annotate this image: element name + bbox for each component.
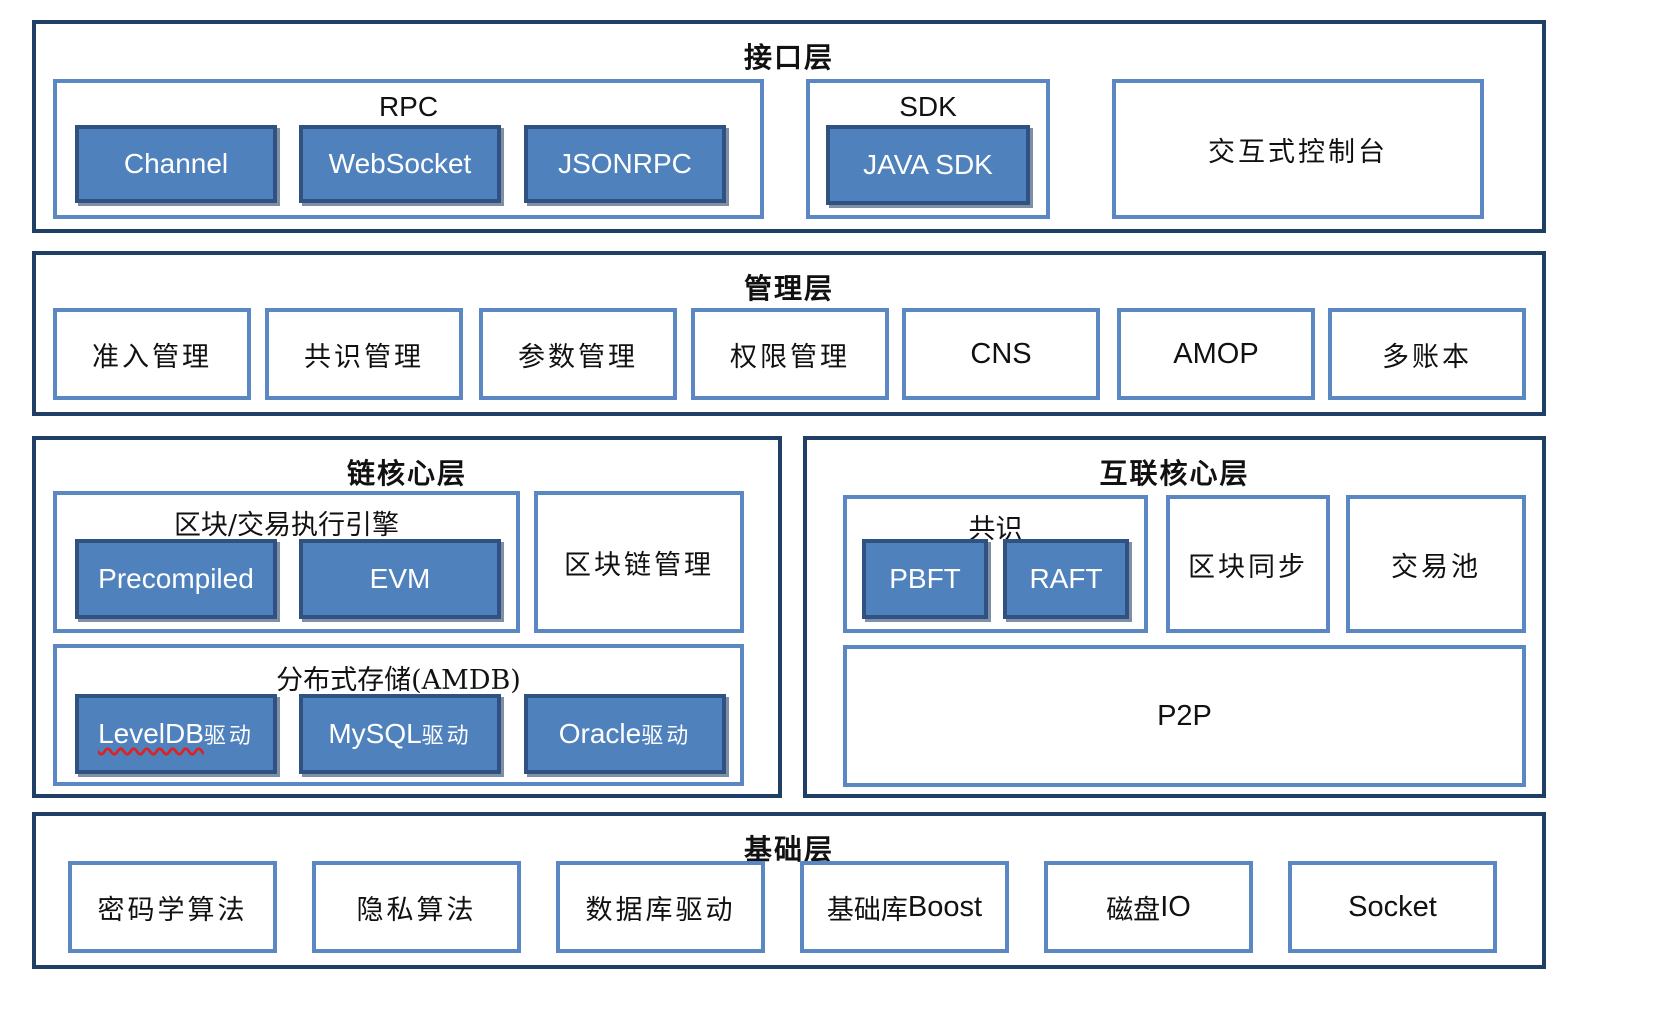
block-sync-box: 区块同步 xyxy=(1166,495,1330,633)
oracle-label: Oracle xyxy=(558,718,642,749)
p2p-label: P2P xyxy=(1157,699,1212,732)
pbft-label: PBFT xyxy=(889,563,961,594)
execution-engine-group: 区块/交易执行引擎 Precompiled EVM xyxy=(53,491,520,633)
management-layer: 管理层 准入管理 共识管理 参数管理 权限管理 CNS AMOP 多账本 xyxy=(32,251,1546,416)
db-driver-label: 数据库驱动 xyxy=(585,894,736,926)
management-layer-title: 管理层 xyxy=(743,272,834,305)
multi-ledger-label: 多账本 xyxy=(1382,341,1472,373)
leveldb-driver-suffix: 驱动 xyxy=(203,724,254,749)
param-mgmt-box: 参数管理 xyxy=(479,308,677,400)
chain-core-layer: 链核心层 区块/交易执行引擎 Precompiled EVM 区块链管理 分布式… xyxy=(32,436,782,798)
execution-engine-title: 区块/交易执行引擎 xyxy=(173,510,400,541)
distributed-storage-title: 分布式存储(AMDB) xyxy=(276,665,521,696)
db-driver-box: 数据库驱动 xyxy=(556,861,765,953)
param-mgmt-label: 参数管理 xyxy=(518,341,638,373)
oracle-driver-suffix: 驱动 xyxy=(641,724,692,749)
network-core-layer-title: 互联核心层 xyxy=(1099,457,1250,490)
cns-label: CNS xyxy=(970,337,1032,370)
raft-module: RAFT xyxy=(1003,539,1129,619)
admission-mgmt-box: 准入管理 xyxy=(53,308,251,400)
base-layer-title: 基础层 xyxy=(743,833,834,866)
jsonrpc-module: JSONRPC xyxy=(524,125,726,203)
precompiled-label: Precompiled xyxy=(98,563,254,594)
mysql-driver-suffix: 驱动 xyxy=(421,724,472,749)
evm-module: EVM xyxy=(299,539,501,619)
java-sdk-label: JAVA SDK xyxy=(863,149,993,180)
raft-label: RAFT xyxy=(1029,563,1103,594)
permission-mgmt-label: 权限管理 xyxy=(730,341,850,373)
console-box: 交互式控制台 xyxy=(1112,79,1484,219)
socket-label: Socket xyxy=(1348,890,1437,923)
websocket-module: WebSocket xyxy=(299,125,501,203)
amop-box: AMOP xyxy=(1117,308,1315,400)
websocket-label: WebSocket xyxy=(328,148,472,179)
permission-mgmt-box: 权限管理 xyxy=(691,308,889,400)
multi-ledger-box: 多账本 xyxy=(1328,308,1526,400)
privacy-algo-label: 隐私算法 xyxy=(356,894,477,926)
tx-pool-label: 交易池 xyxy=(1391,551,1481,583)
leveldb-label: LevelDB xyxy=(98,718,204,749)
console-label: 交互式控制台 xyxy=(1208,136,1388,168)
chain-mgmt-label: 区块链管理 xyxy=(564,549,714,581)
admission-mgmt-label: 准入管理 xyxy=(92,341,212,373)
consensus-mgmt-box: 共识管理 xyxy=(265,308,463,400)
interface-layer-title: 接口层 xyxy=(743,41,834,74)
crypto-algo-label: 密码学算法 xyxy=(97,894,248,926)
evm-label: EVM xyxy=(369,563,431,594)
rpc-title: RPC xyxy=(378,91,439,122)
chain-mgmt-box: 区块链管理 xyxy=(534,491,744,633)
jsonrpc-label: JSONRPC xyxy=(558,148,692,179)
privacy-algo-box: 隐私算法 xyxy=(312,861,521,953)
channel-module: Channel xyxy=(75,125,277,203)
mysql-label: MySQL xyxy=(328,718,422,749)
disk-io-zh: 磁盘 xyxy=(1106,894,1161,926)
interface-layer: 接口层 RPC Channel WebSocket JSONRPC SDK JA… xyxy=(32,20,1546,233)
consensus-group: 共识 PBFT RAFT xyxy=(843,495,1148,633)
crypto-algo-box: 密码学算法 xyxy=(68,861,277,953)
rpc-group: RPC Channel WebSocket JSONRPC xyxy=(53,79,764,219)
block-sync-label: 区块同步 xyxy=(1188,551,1308,583)
tx-pool-box: 交易池 xyxy=(1346,495,1526,633)
boost-lib-zh: 基础库 xyxy=(826,894,908,926)
pbft-module: PBFT xyxy=(862,539,988,619)
sdk-group: SDK JAVA SDK xyxy=(806,79,1050,219)
cns-box: CNS xyxy=(902,308,1100,400)
amop-label: AMOP xyxy=(1173,337,1259,370)
disk-io-en: IO xyxy=(1160,890,1191,923)
socket-box: Socket xyxy=(1288,861,1497,953)
precompiled-module: Precompiled xyxy=(75,539,277,619)
boost-lib-en: Boost xyxy=(907,890,983,923)
p2p-box: P2P xyxy=(843,645,1526,787)
java-sdk-module: JAVA SDK xyxy=(826,125,1030,205)
channel-label: Channel xyxy=(123,148,229,179)
sdk-title: SDK xyxy=(899,91,957,122)
network-core-layer: 互联核心层 共识 PBFT RAFT 区块同步 交易池 P2P xyxy=(803,436,1546,798)
consensus-mgmt-label: 共识管理 xyxy=(304,341,424,373)
chain-core-layer-title: 链核心层 xyxy=(346,457,467,490)
